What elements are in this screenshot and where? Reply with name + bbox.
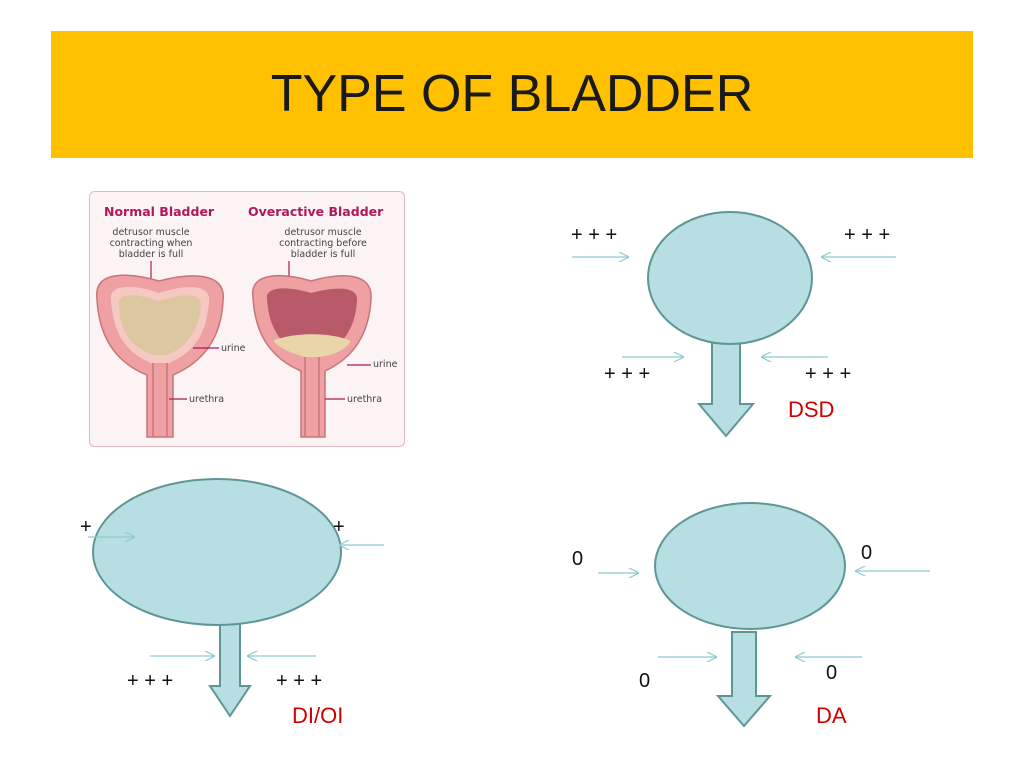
overactive-bladder-drawing — [252, 274, 372, 438]
overactive-caption-line3: bladder is full — [291, 249, 356, 260]
da-top-left-label: 0 — [572, 548, 584, 570]
dioi-bottom-left-label: + + + — [127, 670, 174, 692]
da-outflow-arrow — [715, 631, 773, 728]
overactive-urine-label: urine — [373, 359, 398, 370]
normal-caption-line1: detrusor muscle — [112, 227, 189, 238]
normal-urethra-label: urethra — [189, 394, 224, 405]
da-top-right-label: 0 — [861, 542, 873, 564]
dioi-top-left-label: + — [80, 516, 92, 538]
dsd-type-label: DSD — [788, 397, 835, 422]
normal-bladder-heading: Normal Bladder — [104, 204, 215, 219]
overactive-bladder-heading: Overactive Bladder — [248, 204, 384, 219]
normal-caption-line3: bladder is full — [119, 249, 184, 260]
dioi-type-label: DI/OI — [292, 703, 344, 728]
dioi-top-right-label: + — [333, 516, 345, 538]
overactive-caption-line2: contracting before — [279, 238, 367, 249]
dioi-outflow-arrow — [208, 617, 252, 718]
da-bottom-left-label: 0 — [639, 670, 651, 692]
normal-caption-line2: contracting when — [110, 238, 193, 249]
da-type-label: DA — [816, 703, 847, 728]
da-bladder — [654, 502, 846, 630]
title-bar: TYPE OF BLADDER — [51, 31, 973, 158]
dioi-diagram — [88, 478, 384, 718]
dsd-bladder — [647, 211, 813, 345]
normal-urine-label: urine — [221, 343, 246, 354]
dioi-bottom-right-label: + + + — [276, 670, 323, 692]
dsd-outflow-arrow — [696, 337, 756, 438]
dsd-bottom-right-label: + + + — [805, 363, 852, 385]
da-diagram — [598, 502, 930, 728]
overactive-urethra-label: urethra — [347, 394, 382, 405]
da-bottom-right-label: 0 — [826, 662, 838, 684]
dsd-top-right-label: + + + — [844, 224, 891, 246]
slide-title: TYPE OF BLADDER — [270, 65, 754, 123]
dsd-top-left-label: + + + — [571, 224, 618, 246]
dioi-bladder — [92, 478, 342, 626]
dsd-diagram — [572, 211, 896, 438]
bladder-illustration: Normal Bladder Overactive Bladder detrus… — [89, 191, 405, 447]
normal-bladder-drawing — [96, 274, 224, 438]
dsd-bottom-left-label: + + + — [604, 363, 651, 385]
overactive-caption-line1: detrusor muscle — [284, 227, 361, 238]
